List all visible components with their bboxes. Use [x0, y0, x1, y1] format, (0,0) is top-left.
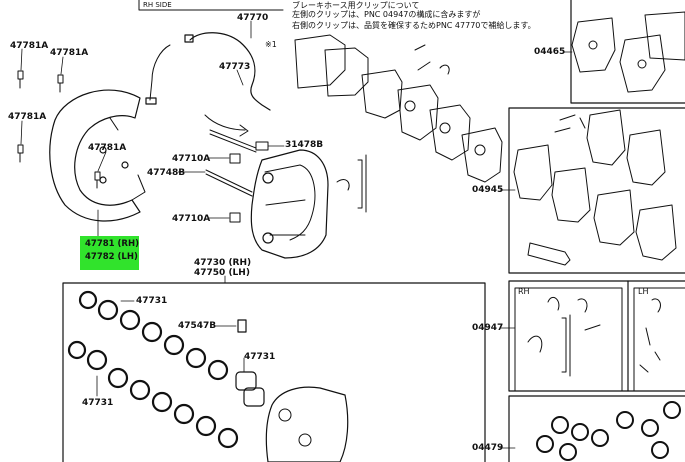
wear-sensor [189, 32, 271, 111]
note-mark-label: ※1 [265, 40, 277, 49]
part-47782-lh-label: 47782 (LH) [85, 252, 138, 262]
part-31478b-label: 31478B [285, 140, 324, 150]
part-47730-label: 47730 (RH) [194, 258, 252, 268]
part-47710a-label: 47710A [172, 214, 211, 224]
part-47731-label: 47731 [82, 398, 114, 408]
part-47731-label: 47731 [244, 352, 276, 362]
part-47750-label: 47750 (LH) [194, 268, 250, 278]
part-47773-label: 47773 [219, 62, 251, 72]
rh-box-label: RH [518, 287, 530, 296]
part-47781a-label: 47781A [50, 48, 89, 58]
part-04945-label: 04945 [472, 185, 504, 195]
caliper-body [265, 386, 349, 462]
part-47781a-label: 47781A [8, 112, 47, 122]
part-04465-label: 04465 [534, 47, 566, 57]
highlighted-part-47781-47782[interactable]: 47781 (RH) 47782 (LH) [80, 236, 139, 270]
part-04947-label: 04947 [472, 323, 504, 333]
part-47710a-label: 47710A [172, 154, 211, 164]
part-47781a-label: 47781A [88, 143, 127, 153]
part-47770-label: 47770 [237, 13, 269, 23]
note-line-2: 左側のクリップは、PNC 04947の構成に含みますが [292, 10, 481, 19]
dust-shield [49, 89, 141, 222]
note-line-3: 右側のクリップは、品質を確保するためPNC 47770で補給します。 [292, 21, 536, 30]
part-47547b-label: 47547B [178, 321, 217, 331]
part-47748b-label: 47748B [147, 168, 186, 178]
part-47731-label: 47731 [136, 296, 168, 306]
part-47781a-label: 47781A [10, 41, 49, 51]
note-line-1: ブレーキホース用クリップについて [292, 1, 420, 10]
lh-box-label: LH [638, 287, 649, 296]
part-47781-rh-label: 47781 (RH) [85, 239, 139, 249]
part-04479-label: 04479 [472, 443, 504, 453]
caliper [250, 149, 329, 259]
rh-side-label: RH SIDE [143, 1, 172, 9]
